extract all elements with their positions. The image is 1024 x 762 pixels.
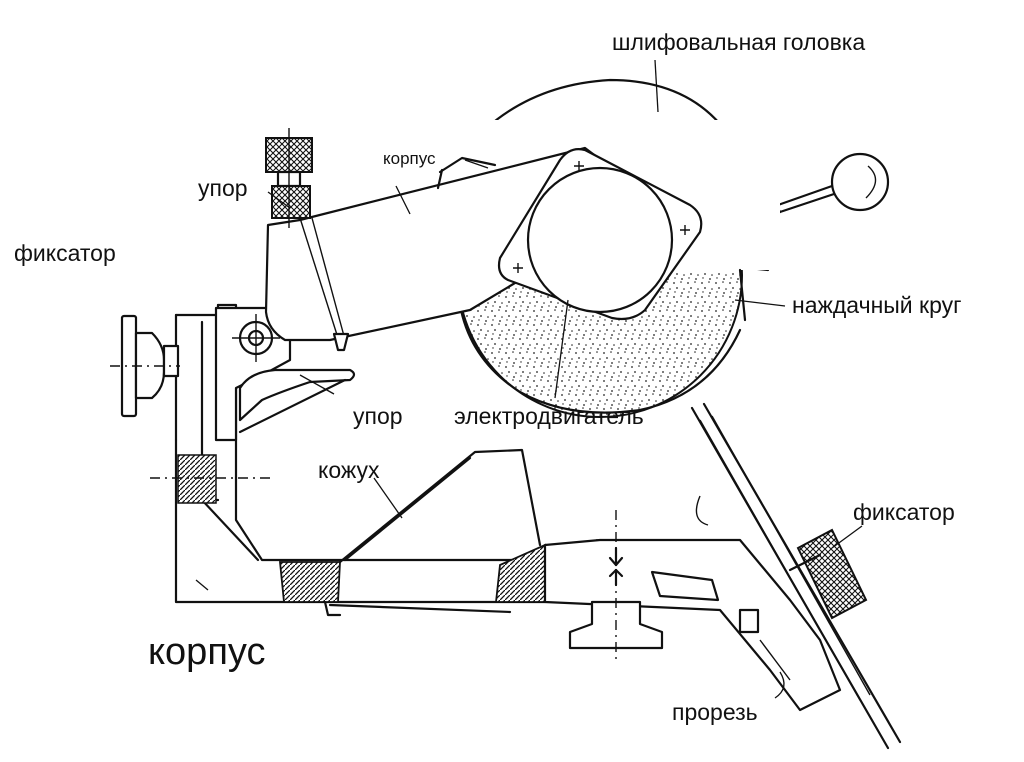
label-fixator-left: фиксатор [14,240,116,266]
cover [338,448,542,564]
label-stop-top: упор [198,175,248,201]
label-grinding-head: шлифовальная головка [612,29,865,55]
label-housing-small: корпус [383,149,436,168]
label-slot: прорезь [672,699,758,725]
labels: шлифовальная головка корпус упор фиксато… [14,29,962,725]
label-stop-bottom: упор [353,403,403,429]
guide-rail [690,402,902,750]
label-housing-main: корпус [148,631,265,673]
clamp-foot [568,510,664,662]
lower-stop [238,368,356,434]
base-housing [150,303,549,617]
label-fixator-right: фиксатор [853,499,955,525]
label-grinding-wheel: наждачный круг [792,292,962,318]
right-fixator [788,528,868,620]
top-stop-screw [265,128,350,352]
leader-lines [195,59,863,699]
base-section-right [494,543,549,603]
label-motor: электродвигатель [454,403,644,429]
left-fixator [110,314,180,418]
label-cover: кожух [318,457,380,483]
handle [776,152,890,214]
pivot-plate [214,306,292,442]
base-section-left [279,561,341,603]
handle-ball [830,152,890,212]
electric-motor [497,148,703,321]
clamp-bracket [543,495,842,712]
